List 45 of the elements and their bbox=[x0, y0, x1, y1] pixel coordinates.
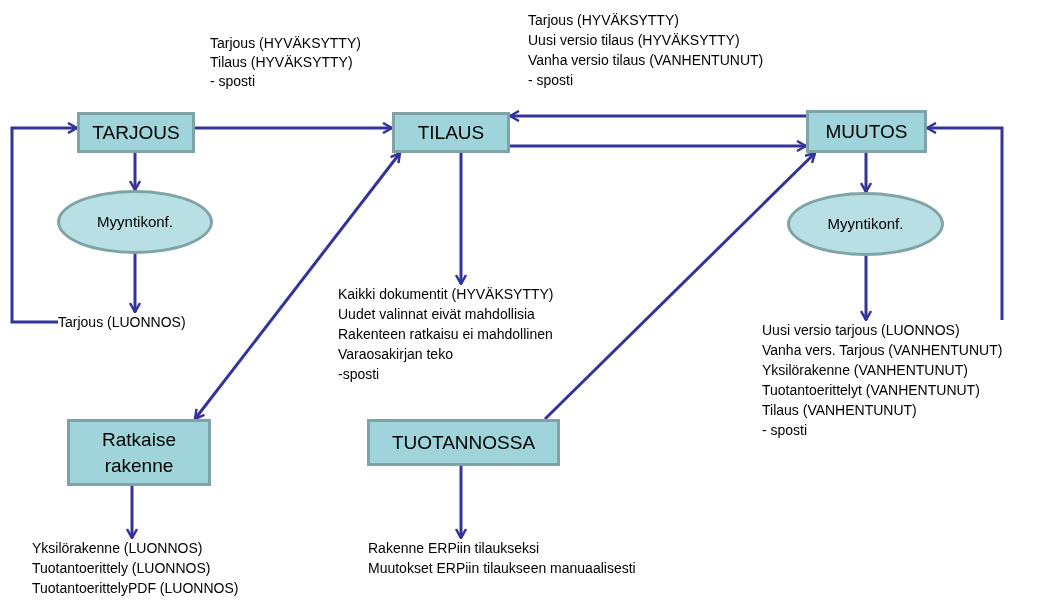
arrow bbox=[925, 121, 1004, 320]
arrow bbox=[859, 153, 873, 194]
note-text: Tilaus (HYVÄKSYTTY) bbox=[210, 53, 353, 72]
text-line: Rakenne ERPiin tilaukseksi bbox=[368, 539, 541, 558]
process-box: MUUTOS bbox=[806, 110, 927, 153]
process-ellipse: Myyntikonf. bbox=[787, 192, 944, 256]
arrow bbox=[128, 254, 142, 314]
arrow bbox=[454, 466, 468, 540]
text-line: - sposti bbox=[762, 421, 809, 440]
note-text: Vanha versio tilaus (VANHENTUNUT) bbox=[528, 51, 764, 70]
text-line: Yksilörakenne (LUONNOS) bbox=[32, 539, 204, 558]
process-ellipse: Myyntikonf. bbox=[57, 190, 213, 254]
arrow bbox=[128, 153, 142, 192]
arrow bbox=[195, 121, 394, 135]
text-line: Tilaus (VANHENTUNUT) bbox=[762, 401, 918, 420]
arrow bbox=[859, 256, 873, 322]
process-box: Ratkaise rakenne bbox=[67, 419, 211, 486]
text-line: Vanha vers. Tarjous (VANHENTUNUT) bbox=[762, 341, 1004, 360]
note-text: - sposti bbox=[210, 72, 256, 91]
arrow bbox=[508, 109, 806, 123]
text-line: Varaosakirjan teko bbox=[338, 345, 454, 364]
text-line: -sposti bbox=[338, 365, 381, 384]
process-box: TARJOUS bbox=[77, 112, 195, 153]
text-line: Kaikki dokumentit (HYVÄKSYTTY) bbox=[338, 285, 555, 304]
text-line: Uusi versio tarjous (LUONNOS) bbox=[762, 321, 961, 340]
note-text: - sposti bbox=[528, 71, 574, 90]
text-line: Uudet valinnat eivät mahdollisia bbox=[338, 305, 536, 324]
text-line: Tuotantoerittelyt (VANHENTUNUT) bbox=[762, 381, 981, 400]
arrow bbox=[10, 121, 79, 324]
arrow bbox=[510, 139, 808, 153]
note-text: Tarjous (HYVÄKSYTTY) bbox=[210, 34, 361, 53]
text-line: Tarjous (LUONNOS) bbox=[58, 313, 187, 332]
text-line: Rakenteen ratkaisu ei mahdollinen bbox=[338, 325, 554, 344]
arrow bbox=[125, 486, 139, 540]
arrow bbox=[193, 151, 402, 421]
process-box: TILAUS bbox=[392, 112, 510, 153]
text-line: Muutokset ERPiin tilaukseen manuaalisesti bbox=[368, 559, 637, 578]
text-line: TuotantoerittelyPDF (LUONNOS) bbox=[32, 579, 240, 598]
arrow bbox=[543, 151, 817, 421]
process-box: TUOTANNOSSA bbox=[367, 419, 560, 466]
arrow bbox=[454, 153, 468, 286]
text-line: Tuotantoerittely (LUONNOS) bbox=[32, 559, 212, 578]
text-line: Yksilörakenne (VANHENTUNUT) bbox=[762, 361, 969, 380]
note-text: Uusi versio tilaus (HYVÄKSYTTY) bbox=[528, 31, 740, 50]
note-text: Tarjous (HYVÄKSYTTY) bbox=[528, 11, 679, 30]
